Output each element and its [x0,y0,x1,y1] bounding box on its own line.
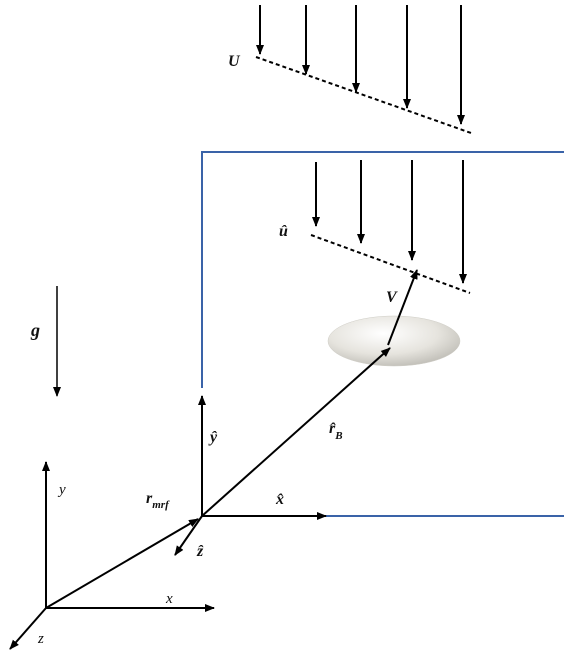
frame-position-vector [45,518,199,609]
domain-boundary-top [201,151,564,388]
inertial-z-axis [9,607,47,650]
velocity-profile-line [255,56,472,134]
label-moving-y: ŷ [208,429,218,446]
label-frame-position: rmrf [146,490,170,511]
label-body-velocity: V [386,289,398,306]
label-gravity: g [30,320,40,340]
label-free-stream-velocity: U [228,53,241,70]
ellipsoid-body [327,315,461,367]
label-moving-x: x̂ [275,491,284,508]
label-inertial-z: z [37,631,44,647]
label-moving-z: ẑ [196,543,204,560]
free-stream-velocity-profile [255,5,472,134]
label-body-position: r̂B [329,420,343,442]
label-inertial-y: y [57,482,66,498]
body-position-vector [201,347,391,517]
body-velocity-arrow [387,269,418,346]
velocity-profile-line [310,234,471,294]
label-local-velocity: û [279,223,288,240]
local-velocity-profile [310,160,471,294]
label-inertial-x: x [165,591,173,607]
